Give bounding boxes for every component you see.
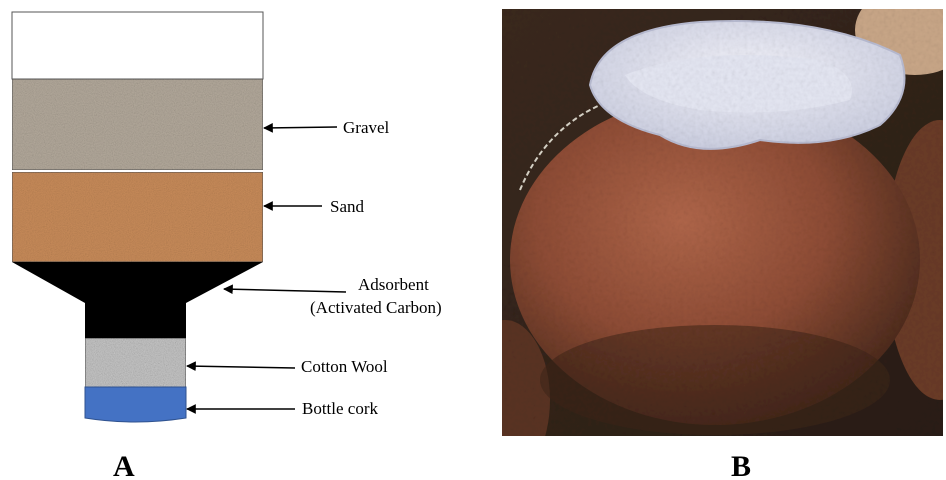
panel-label-b: B (731, 450, 751, 480)
